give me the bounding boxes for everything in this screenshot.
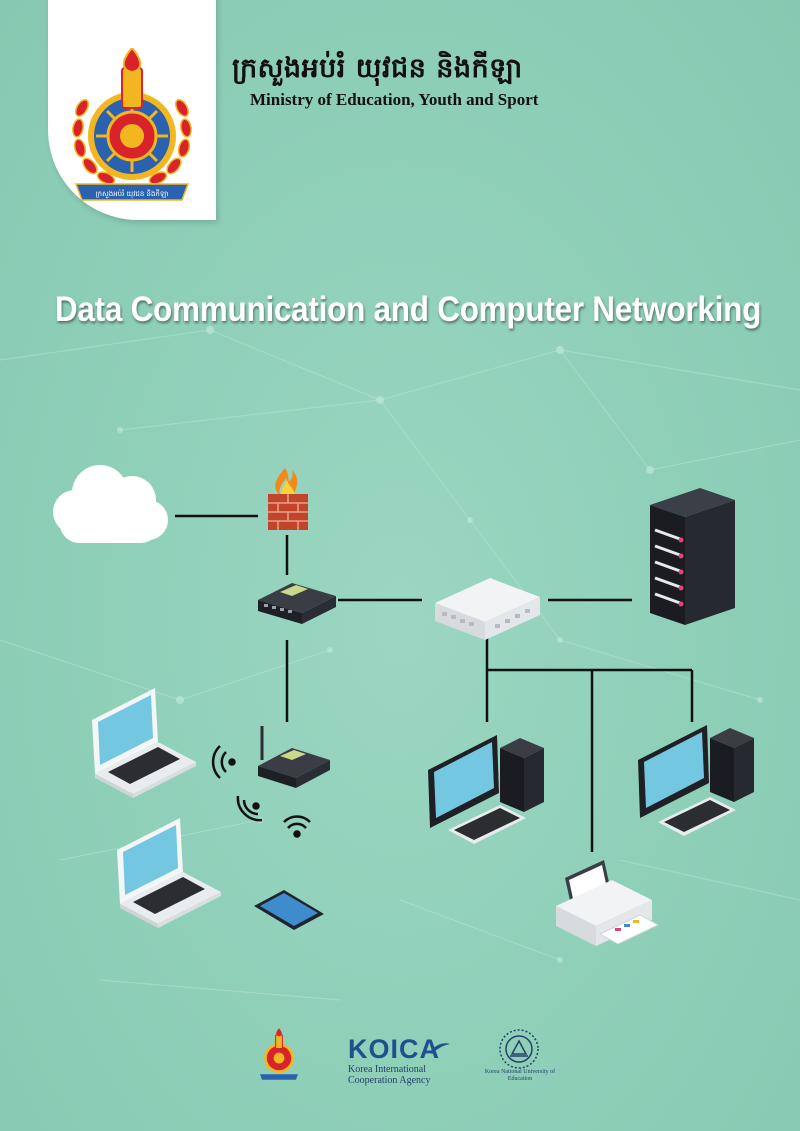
smartphone-icon xyxy=(254,890,324,930)
koica-full-name: Korea International Cooperation Agency xyxy=(348,1064,431,1086)
ministry-emblem-small-icon xyxy=(260,1028,298,1080)
wireless-router-icon xyxy=(258,726,330,788)
diagram-links xyxy=(175,514,694,852)
ministry-emblem-icon: ក្រសួងអប់រំ យុវជន និងកីឡា xyxy=(72,48,192,201)
server-rack-icon xyxy=(650,488,735,625)
ministry-name: Ministry of Education, Youth and Sport xyxy=(250,90,539,109)
book-title: Data Communication and Computer Networki… xyxy=(54,290,762,329)
desktop-computer-icon xyxy=(428,735,544,844)
router-icon xyxy=(258,583,336,624)
switch-icon xyxy=(435,578,540,640)
wifi-signal-icon xyxy=(236,795,263,822)
koica-logo-text: KOICA xyxy=(348,1034,440,1064)
network-diagram xyxy=(53,465,754,946)
koica-swoosh-icon xyxy=(430,1043,450,1054)
printer-icon xyxy=(556,860,660,946)
desktop-computer-icon xyxy=(638,725,754,836)
knue-full-name: Korea National University of Education xyxy=(484,1069,556,1082)
firewall-icon xyxy=(268,468,308,530)
knue-emblem-icon xyxy=(499,1029,539,1069)
laptop-icon xyxy=(92,688,196,798)
cloud-icon xyxy=(53,465,168,543)
laptop-icon xyxy=(117,818,221,928)
wifi-signal-icon xyxy=(283,815,311,838)
wifi-signal-icon xyxy=(211,745,236,779)
khmer-ministry-title: ក្រសួងអប់រំ យុវជន និងកីឡា xyxy=(232,53,523,84)
emblem-ribbon-text: ក្រសួងអប់រំ យុវជន និងកីឡា xyxy=(96,189,169,199)
